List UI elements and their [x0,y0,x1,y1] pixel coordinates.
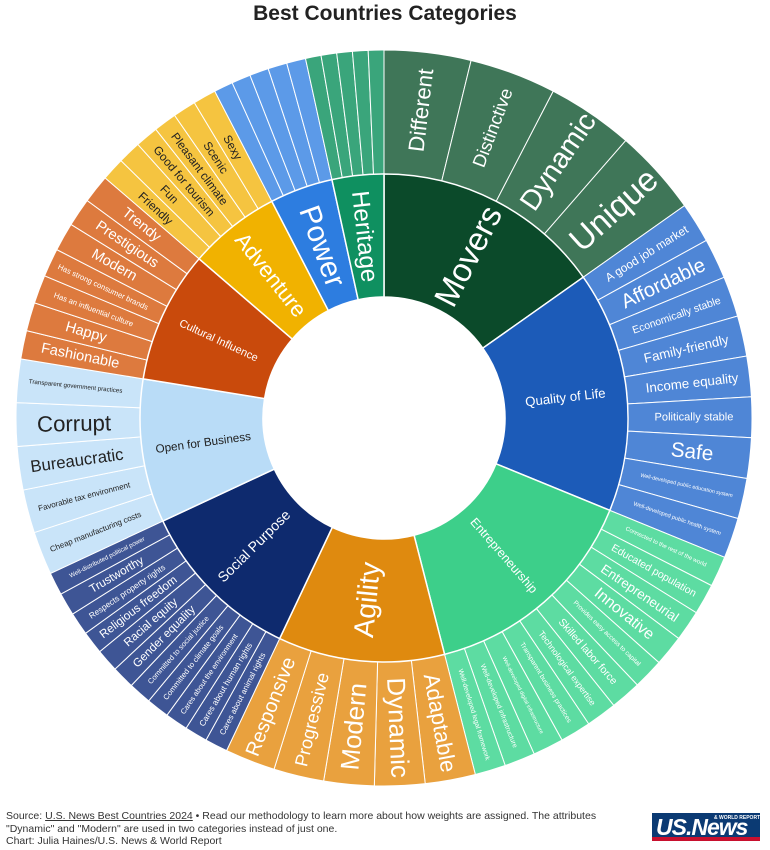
chart-title: Best Countries Categories [253,2,517,25]
category-slice-entrepreneurship[interactable] [413,462,611,656]
category-slice-quality-of-life[interactable] [481,276,629,512]
credit-line: Chart: Julia Haines/U.S. News & World Re… [6,835,222,847]
category-slice-heritage[interactable] [331,173,385,301]
usnews-logo: US.News & WORLD REPORT [652,813,760,841]
logo-subtext: & WORLD REPORT [714,815,761,821]
chart-footer: Source: U.S. News Best Countries 2024 • … [6,810,646,848]
category-label-agility: Agility [347,560,386,639]
category-slice-movers[interactable] [383,173,585,350]
logo-red-bar [652,837,760,841]
attribute-label-safe: Safe [670,438,715,466]
logo-text: US.News [656,814,748,840]
source-link[interactable]: U.S. News Best Countries 2024 [45,810,193,822]
attribute-label-dynamic: Dynamic [381,677,413,779]
attribute-label-corrupt: Corrupt [37,410,111,436]
attribute-label-politically-stable: Politically stable [655,411,734,423]
source-line: Source: U.S. News Best Countries 2024 • … [6,810,597,835]
center-hole [264,298,504,538]
